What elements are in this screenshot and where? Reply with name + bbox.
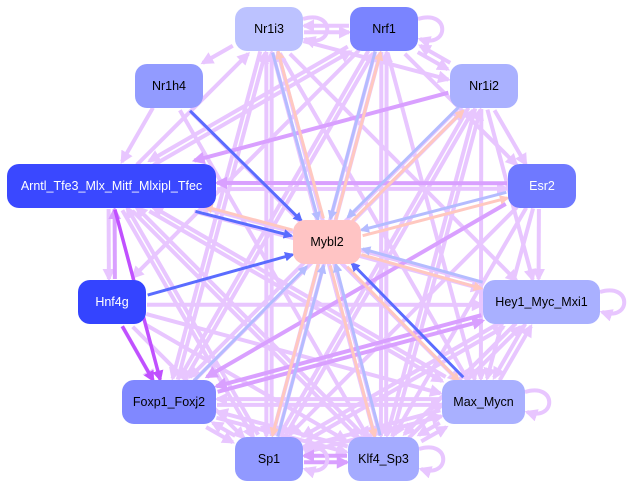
edge-hnf4g-to-mybl2 [147,252,295,297]
edge-hnf4g-to-foxp1 [120,325,155,383]
self-loop-nr1i3 [302,15,330,49]
node-label-nr1i2: Nr1i2 [469,79,499,93]
edge-nrf1-to-foxp1 [178,49,371,380]
node-nr1h4[interactable]: Nr1h4 [135,64,203,108]
edge-nr1h4-to-arntl [120,106,155,164]
edge-sp1-to-foxp1 [210,421,237,438]
node-label-arntl: Arntl_Tfe3_Mlx_Mitf_Mlxipl_Tfec [21,179,202,193]
edge-mybl2-to-max [346,265,461,383]
self-loop-max [524,388,552,422]
node-max-mycn[interactable]: Max_Mycn [442,380,525,424]
node-foxp1-foxj2[interactable]: Foxp1_Foxj2 [122,380,216,424]
node-label-max: Max_Mycn [453,395,513,409]
edge-esr2-to-mybl2 [359,190,507,233]
edge-nrf1-to-arntl [147,44,349,163]
edge-mybl2-to-sp1 [269,263,320,438]
edge-foxp1-to-sp1 [205,425,235,444]
node-label-klf4: Klf4_Sp3 [358,452,409,466]
node-arntl-tfe3-mlx-mitf-mlxipl-tfec[interactable]: Arntl_Tfe3_Mlx_Mitf_Mlxipl_Tfec [7,164,216,208]
edge-max-to-hey1 [497,324,533,382]
node-label-sp1: Sp1 [258,452,280,466]
node-nr1i2[interactable]: Nr1i2 [450,64,518,108]
edge-esr2-to-foxp1 [204,202,507,379]
edge-mybl2-to-esr2 [362,195,510,238]
node-label-hnf4g: Hnf4g [95,295,128,309]
edge-sp1-to-nr1i2 [282,108,475,439]
edge-arntl-to-mybl2 [195,209,294,239]
node-label-nr1i3: Nr1i3 [254,22,284,36]
node-mybl2[interactable]: Mybl2 [293,220,361,264]
edge-max-to-arntl [150,205,447,379]
edge-klf4-to-mybl2 [332,262,382,436]
edge-klf4-to-arntl [134,205,365,436]
edge-hey1-to-foxp1 [213,313,482,390]
node-hey1-myc-mxi1[interactable]: Hey1_Myc_Mxi1 [483,280,600,324]
edge-mybl2-to-nr1i3 [275,49,325,219]
edge-sp1-to-mybl2 [276,263,327,438]
edge-mybl2-to-hey1 [360,253,484,292]
self-loop-hey1 [599,288,627,322]
edge-nr1h4-to-mybl2 [188,109,303,223]
node-label-foxp1: Foxp1_Foxj2 [133,395,205,409]
edge-arntl-to-max [148,209,445,383]
edge-nrf1-to-mybl2 [327,50,377,221]
edge-mybl2-to-klf4 [328,265,378,439]
edge-foxp1-to-nrf1 [182,51,375,382]
edge-nr1h4-to-klf4 [178,109,370,440]
node-nrf1[interactable]: Nrf1 [350,7,418,51]
edge-nr1i2-to-arntl [191,90,449,165]
node-label-esr2: Esr2 [529,179,555,193]
edge-hey1-to-mybl2 [360,246,484,284]
edge-max-to-mybl2 [350,261,465,379]
node-label-nr1h4: Nr1h4 [152,79,186,93]
self-loops-layer [302,15,627,479]
edge-nr1i2-to-esr2 [492,109,528,167]
edge-klf4-to-foxp1 [215,408,349,449]
edge-nr1i3-to-mybl2 [271,52,321,222]
self-loop-klf4 [418,445,446,479]
edge-nr1i2-to-mybl2 [346,106,460,219]
node-sp1[interactable]: Sp1 [235,437,303,481]
edge-arntl-to-nr1i3 [135,51,251,167]
node-klf4-sp3[interactable]: Klf4_Sp3 [348,437,419,481]
edge-nr1i3-to-nr1h4 [200,44,234,65]
node-esr2[interactable]: Esr2 [508,164,576,208]
edge-mybl2-to-nr1i2 [351,109,465,222]
node-nr1i3[interactable]: Nr1i3 [235,7,303,51]
node-hnf4g[interactable]: Hnf4g [78,280,146,324]
self-loop-sp1 [302,445,330,479]
self-loop-nrf1 [417,15,445,49]
edge-foxp1-to-nr1i3 [175,50,269,381]
edge-nr1i2-to-nrf1 [418,44,452,65]
nodes-layer: Nr1i3 Nrf1 Nr1h4 Nr1i2 Arntl_Tfe3_Mlx_Mi… [7,7,600,481]
edge-sp1-to-arntl [125,205,260,436]
node-label-mybl2: Mybl2 [310,235,343,249]
edge-foxp1-to-hey1 [217,317,486,394]
node-label-nrf1: Nrf1 [372,22,396,36]
edge-hey1-to-sp1 [300,321,501,439]
node-label-hey1: Hey1_Myc_Mxi1 [495,295,587,309]
edge-mybl2-to-arntl [203,203,294,232]
edge-mybl2-to-nrf1 [334,50,384,221]
edge-foxp1-to-mybl2 [192,265,308,382]
edge-klf4-to-nr1i2 [390,107,484,438]
edge-klf4-to-max [420,425,449,444]
